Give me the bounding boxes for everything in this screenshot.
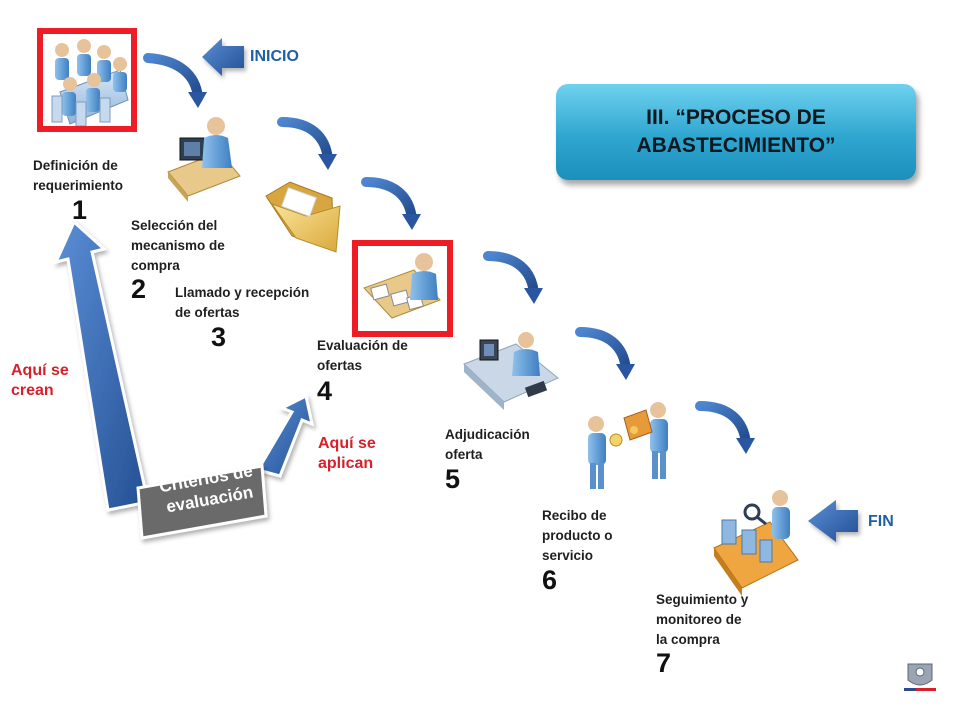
curve-arrow-icon xyxy=(188,92,207,108)
curve-arrow-icon xyxy=(318,154,337,170)
end-arrow-icon xyxy=(808,500,858,542)
folder-icon xyxy=(265,181,341,253)
title-line-1: III. “PROCESO DE xyxy=(646,106,826,129)
start-arrow-icon xyxy=(202,38,244,76)
step-1-label: Definición de requerimiento xyxy=(33,158,124,193)
create-criteria-arrow xyxy=(53,219,150,512)
end-label: FIN xyxy=(868,513,894,530)
curve-arrow-icon xyxy=(361,177,417,225)
curve-arrow-icon xyxy=(277,117,333,165)
step-7-label: Seguimiento y monitoreo de la compra xyxy=(656,592,749,647)
step-6-label: Recibo de producto o servicio xyxy=(542,508,613,563)
meeting-table-icon xyxy=(51,39,129,127)
step-2-number: 2 xyxy=(131,274,147,304)
step-3-label: Llamado y recepción de ofertas xyxy=(175,285,310,320)
curve-arrow-icon xyxy=(616,364,635,380)
desk-papers-icon xyxy=(363,253,441,319)
step-6-number: 6 xyxy=(542,565,558,595)
note-applied: Aquí se aplican xyxy=(318,435,376,472)
curve-arrow-icon xyxy=(402,214,421,230)
highlight-frame-step-4 xyxy=(352,240,453,337)
step-1-number: 1 xyxy=(72,195,88,225)
criteria-box xyxy=(136,464,268,540)
package-handover-icon xyxy=(588,402,668,489)
government-logo-icon xyxy=(900,660,940,694)
step-4-number: 4 xyxy=(317,376,333,406)
step-2-label: Selección del mecanismo de compra xyxy=(131,218,225,273)
step-5-label: Adjudicación oferta xyxy=(445,427,530,462)
step-7-number: 7 xyxy=(656,648,672,678)
start-label: INICIO xyxy=(250,48,299,65)
note-created: Aquí se crean xyxy=(11,362,69,399)
apply-criteria-arrow xyxy=(255,393,315,478)
curve-arrow-icon xyxy=(736,438,755,454)
step-4-label: Evaluación de ofertas xyxy=(317,338,408,373)
conveyor-inspection-icon xyxy=(713,490,799,596)
computer-worker-icon xyxy=(463,332,559,410)
curve-arrow-icon xyxy=(575,327,631,375)
highlight-frame-step-1 xyxy=(37,28,137,132)
title-banner: III. “PROCESO DE ABASTECIMIENTO” xyxy=(556,84,916,180)
step-5-number: 5 xyxy=(445,464,461,494)
desk-worker-icon xyxy=(167,117,241,202)
curve-arrow-icon xyxy=(524,288,543,304)
step-3-number: 3 xyxy=(211,322,227,352)
curve-arrow-icon xyxy=(483,251,539,299)
transition-arrows xyxy=(143,53,755,454)
curve-arrow-icon xyxy=(143,53,203,103)
title-line-2: ABASTECIMIENTO” xyxy=(636,134,836,157)
curve-arrow-icon xyxy=(695,401,751,449)
